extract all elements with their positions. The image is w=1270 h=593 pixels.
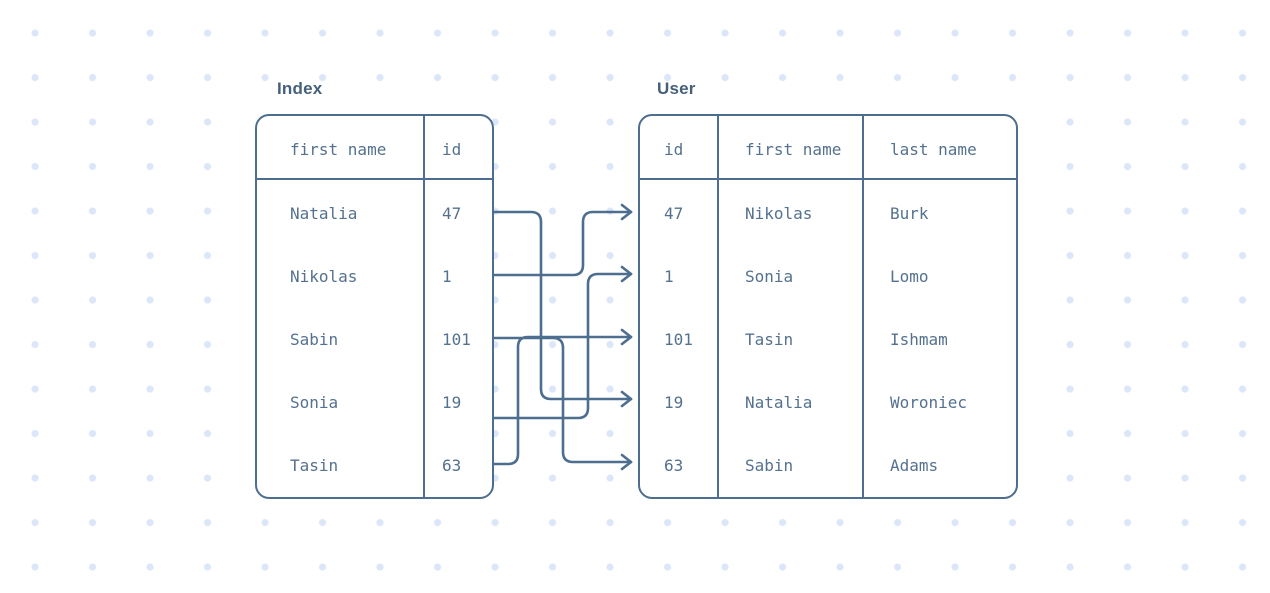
user-cell-last-name: Woroniec [890, 393, 968, 412]
user-cell-id: 101 [664, 330, 693, 349]
index-cell-first-name: Tasin [290, 456, 339, 475]
index-table-title: Index [277, 79, 323, 98]
user-column-divider-2 [862, 116, 864, 497]
user-cell-id: 19 [664, 393, 684, 412]
index-cell-first-name: Nikolas [290, 267, 358, 286]
user-header-first-name: first name [745, 140, 842, 159]
user-cell-first-name: Sonia [745, 267, 794, 286]
index-cell-first-name: Sabin [290, 330, 339, 349]
user-cell-last-name: Ishmam [890, 330, 948, 349]
user-header-last-name: last name [890, 140, 977, 159]
user-table-title: User [657, 79, 696, 98]
user-cell-last-name: Lomo [890, 267, 929, 286]
user-cell-id: 47 [664, 204, 684, 223]
index-cell-id: 1 [442, 267, 452, 286]
user-cell-last-name: Adams [890, 456, 939, 475]
index-cell-id: 101 [442, 330, 471, 349]
index-cell-id: 19 [442, 393, 462, 412]
user-header-separator [640, 178, 1016, 180]
user-cell-first-name: Natalia [745, 393, 813, 412]
index-header-first-name: first name [290, 140, 387, 159]
user-cell-first-name: Nikolas [745, 204, 813, 223]
index-cell-first-name: Sonia [290, 393, 339, 412]
index-cell-id: 47 [442, 204, 462, 223]
user-cell-first-name: Tasin [745, 330, 794, 349]
user-column-divider-1 [717, 116, 719, 497]
index-column-divider [423, 116, 425, 497]
user-cell-first-name: Sabin [745, 456, 794, 475]
user-cell-id: 63 [664, 456, 684, 475]
user-cell-last-name: Burk [890, 204, 929, 223]
user-cell-id: 1 [664, 267, 674, 286]
index-header-separator [257, 178, 492, 180]
index-header-id: id [442, 140, 462, 159]
index-cell-first-name: Natalia [290, 204, 358, 223]
user-header-id: id [664, 140, 684, 159]
index-cell-id: 63 [442, 456, 462, 475]
index-table: first name id Natalia 47 Nikolas 1 Sabin… [255, 114, 494, 499]
user-table: id first name last name 47 Nikolas Burk … [638, 114, 1018, 499]
